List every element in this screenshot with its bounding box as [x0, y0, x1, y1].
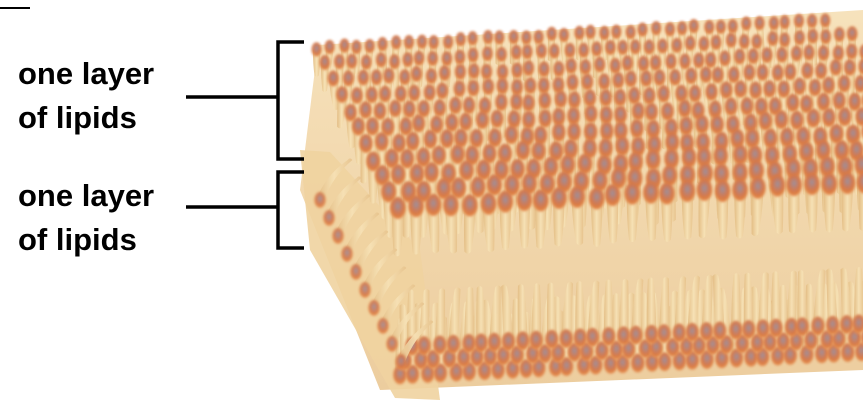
bottom-layer-label-line2: of lipids [18, 222, 137, 258]
bottom-layer-label-line1: one layer [18, 178, 154, 214]
bottom-layer-bracket [278, 172, 304, 248]
top-layer-label-line2: of lipids [18, 100, 137, 136]
top-layer-label-line1: one layer [18, 56, 154, 92]
top-layer-bracket [278, 42, 304, 159]
